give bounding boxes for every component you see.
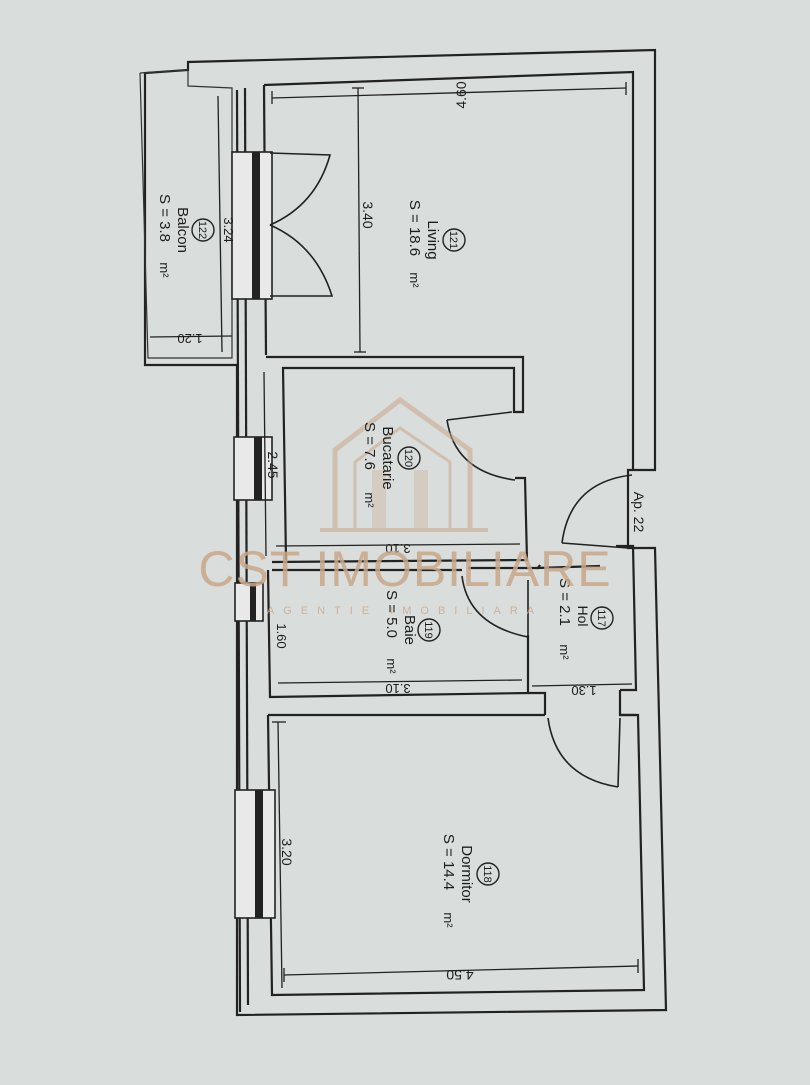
room-hol: 117 Hol S = 2.1 m² [556,578,614,660]
dimension-lines [149,82,639,989]
room-balcon: 122 Balcon S = 3.8 m² [156,194,215,278]
living-kitchen-partition [266,355,525,561]
dormitor-number-circle [476,862,500,886]
bucatarie-height-label: 2.45 [265,451,281,478]
living-wall [263,70,635,470]
living-number: 121 [447,231,459,249]
living-number-circle [442,228,466,252]
baie-unit: m² [384,658,399,674]
baie-width-label: 3.10 [385,681,410,696]
bucatarie-name: Bucatarie [379,426,396,489]
svg-text:3.40: 3.40 [360,201,376,228]
balcon-height-label: 3.24 [221,217,236,242]
bucatarie-area: S = 7.6 [361,422,378,470]
room-baie: 119 Baie S = 5.0 m² [383,590,441,674]
bucatarie-number-circle [397,446,421,470]
svg-text:Ap. 22: Ap. 22 [631,492,647,533]
balcon-number: 122 [196,221,208,239]
apartment-label: Ap. 22 [631,492,647,533]
dormitor-height-label: 3.20 [279,838,295,865]
svg-text:2.45: 2.45 [265,451,281,478]
svg-text:3.20: 3.20 [279,838,295,865]
balcon-unit: m² [157,262,172,278]
svg-text:3.10: 3.10 [385,541,410,556]
baie-name: Baie [401,615,418,645]
bucatarie-unit: m² [362,492,377,508]
svg-text:1.20: 1.20 [177,331,202,346]
hol-width-label: 1.30 [571,683,596,698]
bucatarie-width-label: 3.10 [385,541,410,556]
room-living: 121 Living S = 18.6 m² [406,200,466,288]
living-area: S = 18.6 [406,200,423,256]
svg-text:1.30: 1.30 [571,683,596,698]
hol-area: S = 2.1 [556,578,573,626]
svg-text:1.60: 1.60 [274,623,289,648]
room-dormitor: 118 Dormitor S = 14.4 m² [440,834,500,928]
watermark-logo [320,396,488,532]
entrance-door [561,474,633,549]
hol-number: 117 [595,609,607,627]
svg-text:4.60: 4.60 [453,81,469,108]
baie-area: S = 5.0 [383,590,400,638]
kitchen-east-wall [271,476,529,564]
dormitor-unit: m² [441,912,456,928]
hall-walls [528,544,638,717]
room-bucatarie: 120 Bucatarie S = 7.6 m² [361,422,421,508]
svg-text:3.24: 3.24 [221,217,236,242]
living-height-label: 3.40 [360,201,376,228]
living-unit: m² [407,272,422,288]
hol-number-circle [590,606,614,630]
hol-name: Hol [575,605,591,626]
balcon-door [269,152,334,297]
balcon-number-circle [191,218,215,242]
dormitor-name: Dormitor [458,845,475,903]
watermark-tagline: AGENTIE IMOBILIARA [267,605,543,617]
living-width-label: 4.60 [453,81,469,108]
living-name: Living [424,220,441,259]
balcon-name: Balcon [174,207,191,253]
watermark-brand: CST IMOBILIARE [198,541,611,597]
baie-number: 119 [422,621,434,639]
bedroom-door [547,717,621,788]
hol-unit: m² [557,644,572,660]
dormitor-area: S = 14.4 [440,834,457,890]
balcon-width-label: 1.20 [177,331,202,346]
dormitor-number: 118 [481,865,493,883]
bath-door [461,575,529,638]
kitchen-door [446,411,516,481]
bath-window [234,582,264,622]
balcon-area: S = 3.8 [156,194,173,242]
svg-text:3.10: 3.10 [385,681,410,696]
baie-height-label: 1.60 [274,623,289,648]
bucatarie-number: 120 [402,449,414,467]
doors [269,152,633,788]
baie-number-circle [417,618,441,642]
balcon-wall [139,69,233,359]
svg-text:4.50: 4.50 [446,967,473,983]
outer-wall [143,48,668,1017]
dormitor-width-label: 4.50 [446,967,473,983]
